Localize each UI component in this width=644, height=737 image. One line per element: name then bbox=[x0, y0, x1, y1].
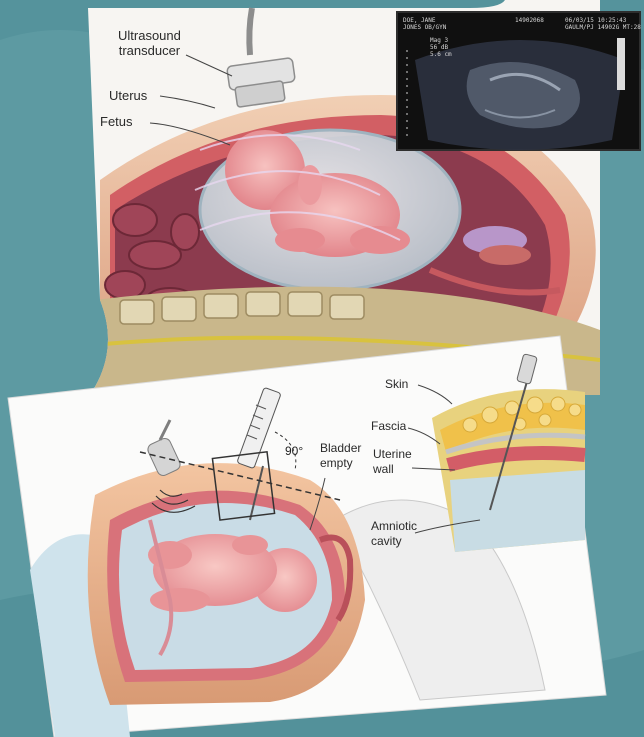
label-line: wall bbox=[373, 462, 412, 477]
label-ultrasound-transducer: Ultrasound transducer bbox=[118, 28, 181, 58]
label-uterine-wall: Uterine wall bbox=[373, 447, 412, 477]
label-line: empty bbox=[320, 456, 361, 471]
label-line: transducer bbox=[118, 43, 181, 58]
us-header-right: 06/03/15 10:25:43 GAULM/PJ 14902G MT:28 bbox=[565, 17, 641, 31]
us-header-left: DOE, JANE JONES OB/GYN bbox=[403, 17, 446, 31]
label-skin: Skin bbox=[385, 377, 408, 392]
us-id: 14902068 bbox=[515, 17, 544, 24]
us-header-mid: 14902068 bbox=[515, 17, 544, 24]
label-line: Uterine bbox=[373, 447, 412, 462]
us-probe: GAULM/PJ 14902G MT:28 bbox=[565, 24, 641, 31]
label-bladder-empty: Bladder empty bbox=[320, 441, 361, 471]
label-fascia: Fascia bbox=[371, 419, 406, 434]
label-line: Ultrasound bbox=[118, 28, 181, 43]
label-line: Bladder bbox=[320, 441, 361, 456]
label-fetus: Fetus bbox=[100, 114, 133, 129]
us-depth: 5.6 cm bbox=[430, 51, 452, 58]
label-amniotic-cavity: Amniotic cavity bbox=[371, 519, 417, 549]
label-line: cavity bbox=[371, 534, 417, 549]
label-line: Amniotic bbox=[371, 519, 417, 534]
us-clinic: JONES OB/GYN bbox=[403, 24, 446, 31]
us-datetime: 06/03/15 10:25:43 bbox=[565, 17, 641, 24]
us-patient-name: DOE, JANE bbox=[403, 17, 446, 24]
label-90-degrees: 90° bbox=[285, 444, 303, 458]
us-settings: Mag 3 56 dB 5.6 cm bbox=[430, 37, 452, 58]
us-mag: Mag 3 bbox=[430, 37, 452, 44]
label-uterus: Uterus bbox=[109, 88, 147, 103]
us-gain: 56 dB bbox=[430, 44, 452, 51]
